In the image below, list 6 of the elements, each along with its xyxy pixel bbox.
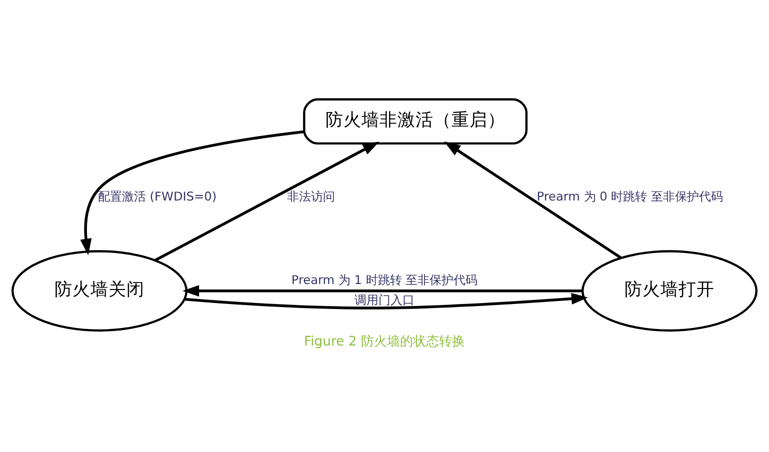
edge-label: 非法访问 bbox=[286, 188, 335, 203]
edge-label: 配置激活 (FWDIS=0) bbox=[98, 188, 217, 203]
edge-label: Prearm 为 1 时跳转 至非保护代码 bbox=[291, 272, 478, 287]
edge-label: 调用门入口 bbox=[354, 292, 414, 306]
edge-label: Prearm 为 0 时跳转 至非保护代码 bbox=[536, 188, 724, 203]
caption: Figure 2 防火墙的状态转换 bbox=[304, 334, 466, 349]
